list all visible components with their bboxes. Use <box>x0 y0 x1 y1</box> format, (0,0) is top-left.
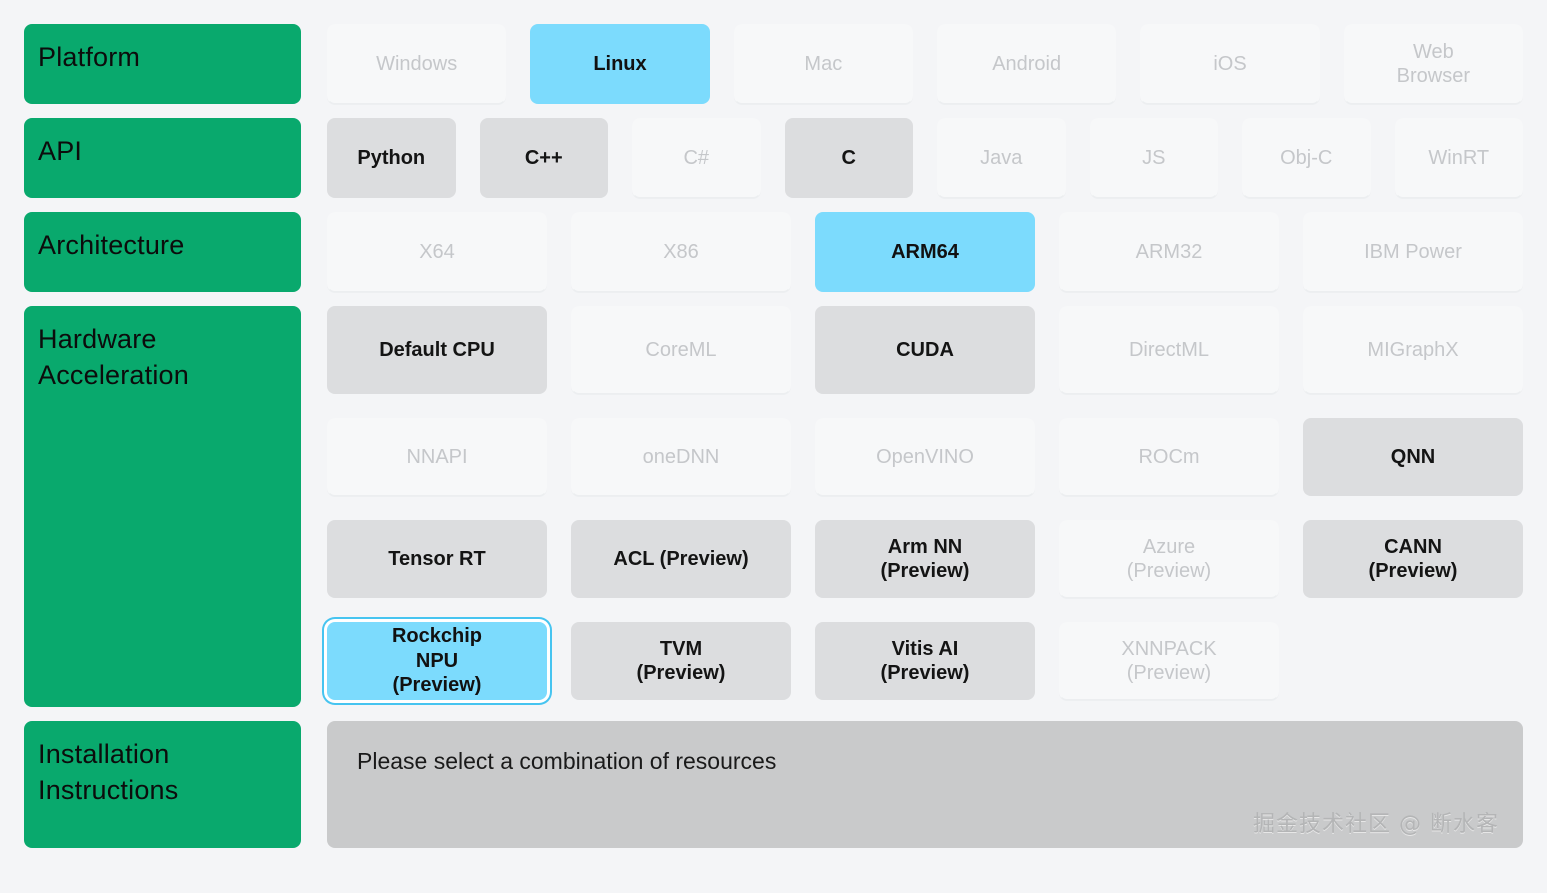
row-label-installation-instructions: Installation Instructions <box>24 721 301 848</box>
row-installation-instructions: Installation Instructions Please select … <box>24 721 1523 848</box>
option-migraphx[interactable]: MIGraphX <box>1303 306 1523 394</box>
option-c[interactable]: C <box>784 118 913 198</box>
option-arm32[interactable]: ARM32 <box>1059 212 1279 292</box>
option-mac[interactable]: Mac <box>733 24 913 104</box>
option-rockchip-npu-preview[interactable]: Rockchip NPU (Preview) <box>327 622 547 700</box>
option-linux[interactable]: Linux <box>530 24 710 104</box>
row-label-hardware-acceleration: Hardware Acceleration <box>24 306 301 707</box>
option-cann-preview[interactable]: CANN (Preview) <box>1303 520 1523 598</box>
option-x64[interactable]: X64 <box>327 212 547 292</box>
option-winrt[interactable]: WinRT <box>1394 118 1523 198</box>
api-options: Python C++ C# C Java JS Obj-C WinRT <box>327 118 1523 198</box>
row-architecture: Architecture X64 X86 ARM64 ARM32 IBM Pow… <box>24 212 1523 292</box>
api-option-grid: Python C++ C# C Java JS Obj-C WinRT <box>327 118 1523 198</box>
option-tensor-rt[interactable]: Tensor RT <box>327 520 547 598</box>
option-csharp[interactable]: C# <box>632 118 761 198</box>
option-empty-slot <box>1303 622 1523 700</box>
option-acl-preview[interactable]: ACL (Preview) <box>571 520 791 598</box>
row-platform: Platform Windows Linux Mac Android iOS W… <box>24 24 1523 104</box>
option-python[interactable]: Python <box>327 118 456 198</box>
installation-instructions-panel: Please select a combination of resources… <box>327 721 1523 848</box>
hw-option-grid-4: Rockchip NPU (Preview) TVM (Preview) Vit… <box>327 622 1523 700</box>
option-ios[interactable]: iOS <box>1140 24 1320 104</box>
hw-option-grid-1: Default CPU CoreML CUDA DirectML MIGraph… <box>327 306 1523 394</box>
row-api: API Python C++ C# C Java JS Obj-C WinRT <box>24 118 1523 198</box>
row-hardware-acceleration: Hardware Acceleration Default CPU CoreML… <box>24 306 1523 707</box>
option-java[interactable]: Java <box>937 118 1066 198</box>
option-coreml[interactable]: CoreML <box>571 306 791 394</box>
option-web-browser[interactable]: Web Browser <box>1343 24 1523 104</box>
row-label-platform: Platform <box>24 24 301 104</box>
row-label-api: API <box>24 118 301 198</box>
architecture-options: X64 X86 ARM64 ARM32 IBM Power <box>327 212 1523 292</box>
installation-instructions-message: Please select a combination of resources <box>357 748 777 774</box>
option-default-cpu[interactable]: Default CPU <box>327 306 547 394</box>
platform-option-grid: Windows Linux Mac Android iOS Web Browse… <box>327 24 1523 104</box>
option-objc[interactable]: Obj-C <box>1242 118 1371 198</box>
option-arm64[interactable]: ARM64 <box>815 212 1035 292</box>
option-cuda[interactable]: CUDA <box>815 306 1035 394</box>
option-cpp[interactable]: C++ <box>479 118 608 198</box>
option-arm-nn-preview[interactable]: Arm NN (Preview) <box>815 520 1035 598</box>
option-android[interactable]: Android <box>936 24 1117 104</box>
option-vitis-ai-preview[interactable]: Vitis AI (Preview) <box>815 622 1035 700</box>
watermark-text: 掘金技术社区 @ 断水客 <box>1253 812 1499 837</box>
option-x86[interactable]: X86 <box>571 212 791 292</box>
hw-option-grid-3: Tensor RT ACL (Preview) Arm NN (Preview)… <box>327 520 1523 598</box>
option-onednn[interactable]: oneDNN <box>571 418 791 496</box>
hw-option-grid-2: NNAPI oneDNN OpenVINO ROCm QNN <box>327 418 1523 496</box>
option-qnn[interactable]: QNN <box>1303 418 1523 496</box>
option-rocm[interactable]: ROCm <box>1059 418 1279 496</box>
option-directml[interactable]: DirectML <box>1059 306 1279 394</box>
architecture-option-grid: X64 X86 ARM64 ARM32 IBM Power <box>327 212 1523 292</box>
option-xnnpack-preview[interactable]: XNNPACK (Preview) <box>1059 622 1279 700</box>
option-js[interactable]: JS <box>1089 118 1218 198</box>
option-windows[interactable]: Windows <box>327 24 507 104</box>
option-nnapi[interactable]: NNAPI <box>327 418 547 496</box>
option-tvm-preview[interactable]: TVM (Preview) <box>571 622 791 700</box>
hardware-acceleration-options: Default CPU CoreML CUDA DirectML MIGraph… <box>327 306 1523 707</box>
option-ibm-power[interactable]: IBM Power <box>1303 212 1523 292</box>
option-openvino[interactable]: OpenVINO <box>815 418 1035 496</box>
row-label-architecture: Architecture <box>24 212 301 292</box>
option-azure-preview[interactable]: Azure (Preview) <box>1059 520 1279 598</box>
platform-options: Windows Linux Mac Android iOS Web Browse… <box>327 24 1523 104</box>
